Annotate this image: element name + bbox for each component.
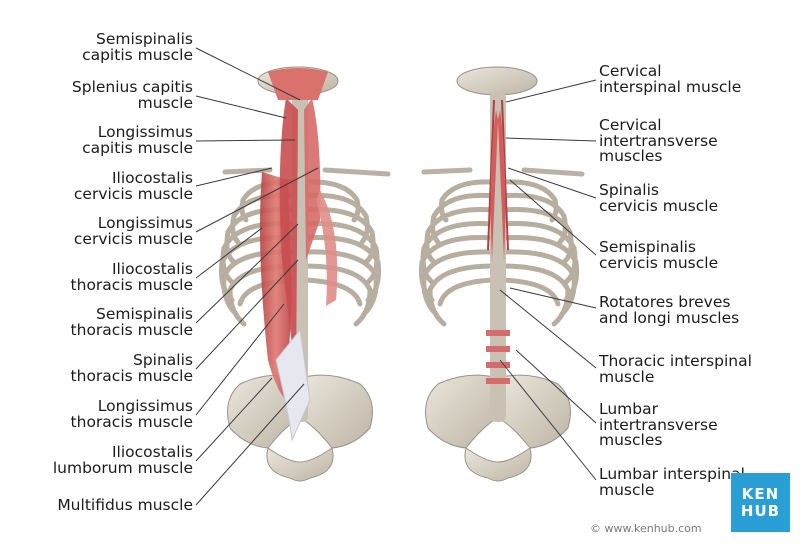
- label-longissimus-capitis: Longissimus capitis muscle: [82, 123, 193, 157]
- right-muscles: [486, 99, 510, 384]
- right-skull-base: [456, 66, 538, 96]
- logo-line-2: HUB: [740, 501, 781, 520]
- label-cervical-interspinal: Cervical interspinal muscle: [599, 62, 742, 96]
- left-back-figure: [219, 66, 391, 482]
- label-splenius-capitis: Splenius capitis muscle: [71, 78, 193, 112]
- copyright-credit: © www.kenhub.com: [590, 522, 702, 535]
- left-muscles: [260, 68, 338, 442]
- label-spinalis-thoracis: Spinalis thoracis muscle: [70, 351, 193, 385]
- label-multifidus: Multifidus muscle: [57, 496, 193, 514]
- label-cervical-intertransverse: Cervical intertransverse muscles: [599, 116, 718, 165]
- right-back-figure: [419, 66, 585, 482]
- right-rib-cage: [419, 179, 579, 327]
- label-semispinalis-capitis: Semispinalis capitis muscle: [82, 30, 193, 64]
- label-spinalis-cervicis: Spinalis cervicis muscle: [599, 181, 719, 215]
- logo-line-1: KEN: [741, 484, 780, 503]
- label-lumbar-intertransverse: Lumbar intertransverse muscles: [599, 400, 718, 449]
- label-iliocostalis-cervicis: Iliocostalis cervicis muscle: [73, 169, 193, 203]
- label-iliocostalis-lumborum: Iliocostalis lumborum muscle: [52, 443, 193, 477]
- label-lumbar-interspinal: Lumbar interspinal muscle: [599, 465, 745, 499]
- label-thoracic-interspinal: Thoracic interspinal muscle: [599, 352, 752, 386]
- label-longissimus-thoracis: Longissimus thoracis muscle: [70, 397, 193, 431]
- label-rotatores: Rotatores breves and longi muscles: [599, 293, 740, 327]
- label-iliocostalis-thoracis: Iliocostalis thoracis muscle: [70, 260, 193, 294]
- kenhub-logo[interactable]: KEN HUB: [731, 473, 790, 532]
- label-semispinalis-thoracis: Semispinalis thoracis muscle: [70, 305, 193, 339]
- right-pelvis: [425, 374, 571, 482]
- leader-lines: [195, 47, 597, 506]
- label-longissimus-cervicis: Longissimus cervicis muscle: [73, 214, 193, 248]
- label-semispinalis-cervicis: Semispinalis cervicis muscle: [599, 238, 719, 272]
